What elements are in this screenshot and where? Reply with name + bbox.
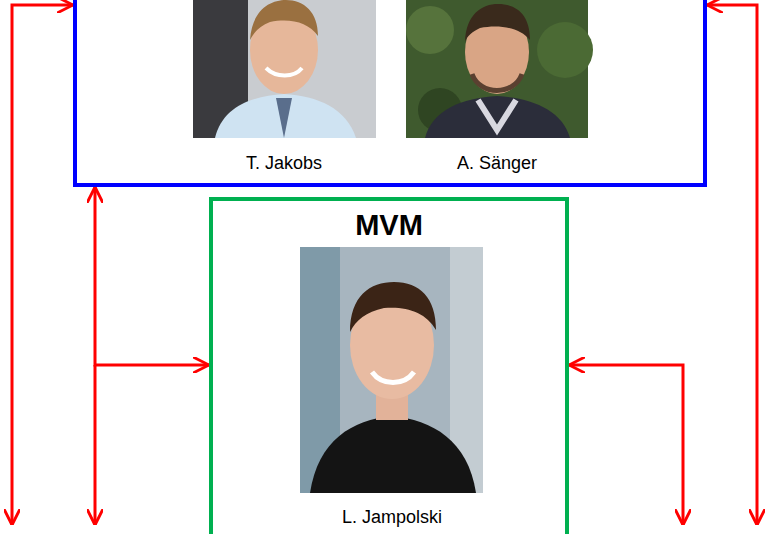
inner-right-arrow bbox=[569, 365, 683, 525]
group-heading: MVM bbox=[355, 209, 423, 242]
person-name: A. Sänger bbox=[457, 153, 537, 174]
portrait-photo bbox=[300, 247, 483, 493]
team-box: T. Jakobs A. Sänger bbox=[73, 0, 707, 187]
group-box: MVM L. Jampolski bbox=[209, 197, 569, 534]
person-name: T. Jakobs bbox=[246, 153, 322, 174]
portrait-photo bbox=[193, 0, 376, 138]
person-name: L. Jampolski bbox=[342, 507, 442, 528]
portrait-photo bbox=[406, 0, 593, 138]
branch-down-arrow bbox=[94, 365, 97, 525]
connector-arrow bbox=[95, 187, 209, 365]
outer-right-arrow bbox=[707, 5, 757, 525]
outer-left-arrow bbox=[12, 5, 73, 525]
